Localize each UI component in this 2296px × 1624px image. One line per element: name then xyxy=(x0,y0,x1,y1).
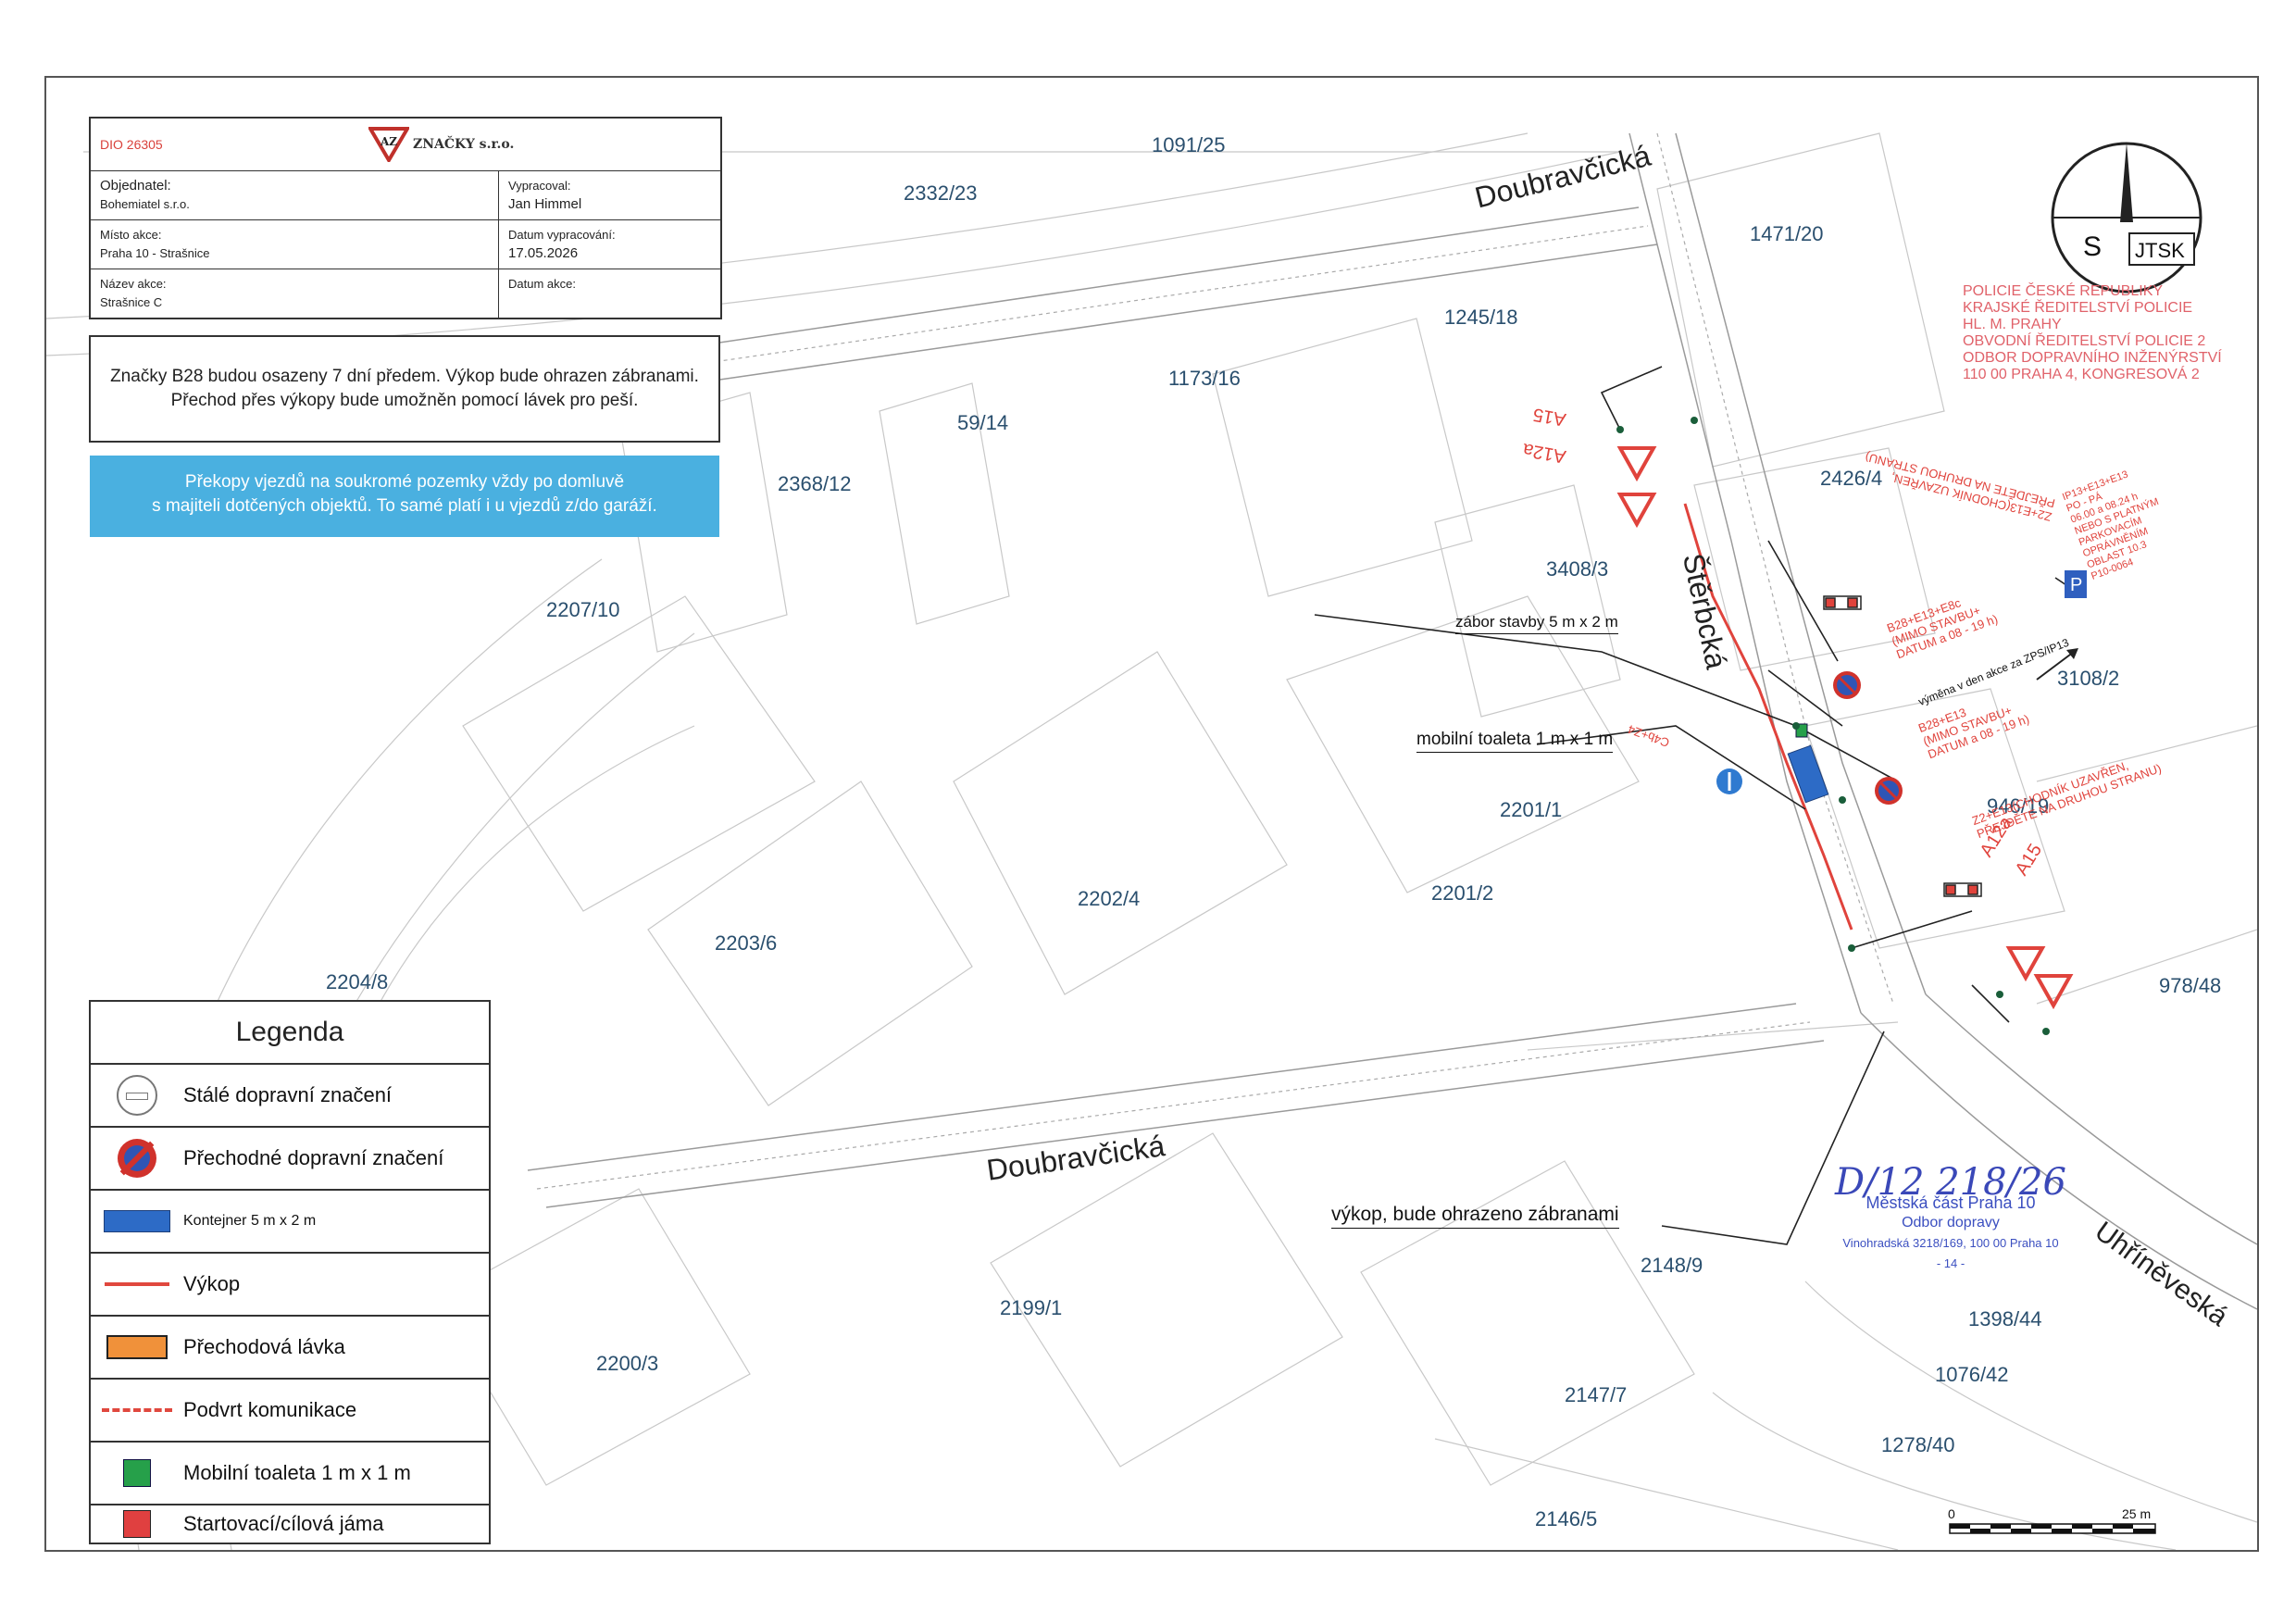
parcel-label: 2146/5 xyxy=(1535,1507,1598,1530)
label-a15-top: A15 xyxy=(1531,404,1568,430)
barrier-top xyxy=(1823,595,1862,610)
parking-sign xyxy=(2065,570,2087,598)
parcel-label: 1173/16 xyxy=(1168,367,1241,390)
legend: Legenda Stálé dopravní značení Přechodné… xyxy=(89,1000,491,1544)
scale-bar: 0 25 m xyxy=(1948,1506,2156,1534)
parcel-label: 59/14 xyxy=(957,411,1009,434)
legend-title: Legenda xyxy=(91,1002,489,1065)
parcel-label: 2426/4 xyxy=(1820,467,1883,490)
svg-text:25 m: 25 m xyxy=(2122,1506,2151,1521)
signature: D/12 218/26 xyxy=(1835,1161,2066,1204)
legend-item: Přechodová lávka xyxy=(91,1317,489,1380)
parcel-label: 1245/18 xyxy=(1444,306,1518,329)
parcel-label: 946/19 xyxy=(1987,794,2050,818)
svg-text:P: P xyxy=(2070,575,2082,595)
banner-line-2: s majiteli dotčených objektů. To samé pl… xyxy=(152,496,657,516)
header-title-row: DIO 26305 AZ ZNAČKY s.r.o. xyxy=(91,119,720,171)
place-value: Praha 10 - Strašnice xyxy=(100,246,210,260)
author-value: Jan Himmel xyxy=(508,196,582,212)
warning-signs-bottom xyxy=(2005,946,2074,1010)
parcel-label: 1278/40 xyxy=(1881,1433,1955,1456)
barrier-bottom xyxy=(1943,882,1982,897)
svg-text:0: 0 xyxy=(1948,1506,1955,1521)
dio-title: DIO 26305 xyxy=(100,137,163,152)
parcel-label: 3408/3 xyxy=(1546,557,1609,581)
parcel-label: 2202/4 xyxy=(1078,887,1141,910)
parcel-label: 2368/12 xyxy=(778,472,852,495)
compass-letter: S xyxy=(2083,231,2102,262)
container-marker xyxy=(1787,744,1829,804)
footbridge-icon xyxy=(106,1335,168,1359)
client-label: Objednatel: xyxy=(100,178,171,194)
parcel-label: 2204/8 xyxy=(326,970,389,993)
parcel-label: 1471/20 xyxy=(1750,222,1824,245)
parcel-label: 2332/23 xyxy=(904,181,978,205)
callout-vykop: výkop, bude ohrazeno zábranami xyxy=(1331,1204,1619,1229)
legend-item: Stálé dopravní značení xyxy=(91,1065,489,1128)
parcel-label: 2203/6 xyxy=(715,931,778,955)
underdrill-line-icon xyxy=(102,1408,172,1412)
parcel-label: 2148/9 xyxy=(1641,1254,1703,1277)
parcel-label: 2201/1 xyxy=(1500,798,1563,821)
parcel-label: 978/48 xyxy=(2159,974,2222,997)
note-line-2: Přechod přes výkopy bude umožněn pomocí … xyxy=(170,391,639,410)
company-logo: AZ ZNAČKY s.r.o. xyxy=(359,121,720,168)
parcel-label: 1398/44 xyxy=(1968,1307,2042,1330)
compass-system: JTSK xyxy=(2135,239,2185,262)
banner-line-1: Překopy vjezdů na soukromé pozemky vždy … xyxy=(184,472,625,492)
parcel-label: 2200/3 xyxy=(596,1352,659,1375)
parcel-label: 2199/1 xyxy=(1000,1296,1063,1319)
author-label: Vypracoval: xyxy=(508,179,571,193)
date-made-label: Datum vypracování: xyxy=(508,228,616,242)
note-line-1: Značky B28 budou osazeny 7 dní předem. V… xyxy=(110,367,699,386)
callout-toaleta: mobilní toaleta 1 m x 1 m xyxy=(1416,730,1614,753)
logo-triangle-icon: AZ xyxy=(368,127,409,162)
header-table: DIO 26305 AZ ZNAČKY s.r.o. Objednatel: Bo… xyxy=(89,117,722,319)
label-a12a-top: A12a xyxy=(1521,439,1568,467)
date-made-value: 17.05.2026 xyxy=(508,245,579,261)
note-box: Značky B28 budou osazeny 7 dní předem. V… xyxy=(89,335,720,443)
legend-item: Podvrt komunikace xyxy=(91,1380,489,1443)
legend-item: Výkop xyxy=(91,1254,489,1317)
legend-item: Startovací/cílová jáma xyxy=(91,1505,489,1543)
event-name-label: Název akce: xyxy=(100,277,167,291)
temp-sign-b28-top xyxy=(1833,671,1861,699)
place-label: Místo akce: xyxy=(100,228,162,242)
excavation-line-icon xyxy=(105,1282,169,1286)
legend-item: Mobilní toaleta 1 m x 1 m xyxy=(91,1443,489,1505)
north-arrow-icon: S JTSK xyxy=(2051,142,2202,294)
callout-zabor: zábor stavby 5 m x 2 m xyxy=(1455,613,1618,634)
base-map: P xyxy=(46,132,2257,1550)
parcel-label: 2147/7 xyxy=(1565,1383,1628,1406)
legend-item: Kontejner 5 m x 2 m xyxy=(91,1191,489,1254)
event-name-value: Strašnice C xyxy=(100,295,163,309)
parcel-label: 2201/2 xyxy=(1431,881,1494,905)
info-banner: Překopy vjezdů na soukromé pozemky vždy … xyxy=(90,456,719,537)
start-pit-icon xyxy=(123,1510,151,1538)
client-value: Bohemiatel s.r.o. xyxy=(100,197,190,211)
logo-text: ZNAČKY s.r.o. xyxy=(413,137,515,152)
event-date-label: Datum akce: xyxy=(508,277,576,291)
permanent-sign-icon xyxy=(117,1075,157,1116)
header-row-name: Název akce: Strašnice C Datum akce: xyxy=(91,269,720,318)
header-row-place: Místo akce: Praha 10 - Strašnice Datum vy… xyxy=(91,220,720,269)
city-stamp: D/12 218/26 Městská část Praha 10 Odbor … xyxy=(1826,1161,2076,1274)
parcel-label: 1076/42 xyxy=(1935,1363,2009,1386)
temp-sign-c4b xyxy=(1716,768,1742,794)
parcel-label: 3108/2 xyxy=(2057,667,2120,690)
container-icon xyxy=(104,1210,170,1232)
toilet-icon xyxy=(123,1459,151,1487)
warning-signs-top xyxy=(1616,446,1657,529)
temp-sign-b28-bottom xyxy=(1875,777,1903,805)
legend-item: Přechodné dopravní značení xyxy=(91,1128,489,1191)
temporary-sign-icon xyxy=(118,1139,156,1178)
header-row-client: Objednatel: Bohemiatel s.r.o. Vypracoval:… xyxy=(91,171,720,220)
parcel-label: 1091/25 xyxy=(1152,133,1226,156)
parcel-label: 2207/10 xyxy=(546,598,620,621)
svg-text:AZ: AZ xyxy=(380,135,397,148)
